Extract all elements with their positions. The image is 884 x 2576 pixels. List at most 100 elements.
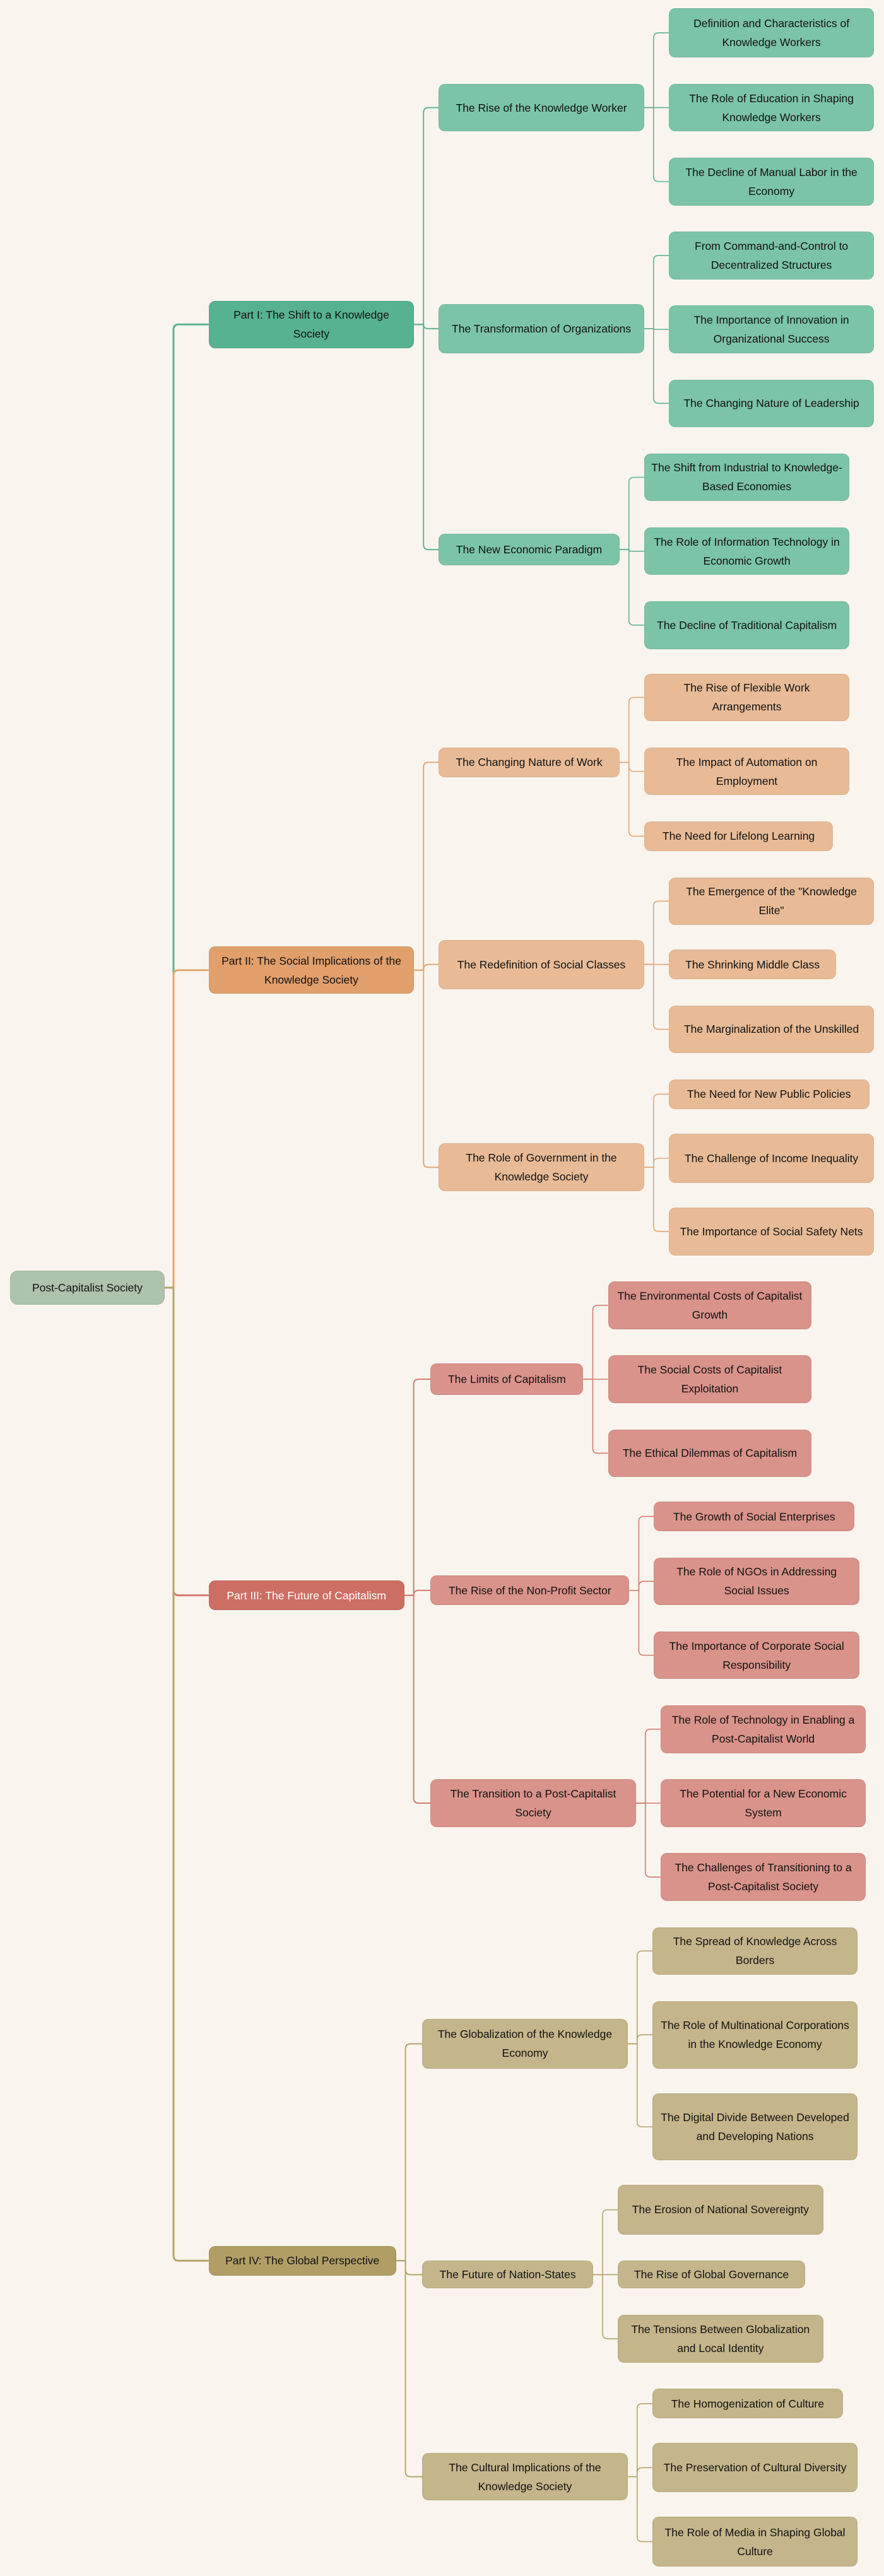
subtopic-node[interactable]: The Social Costs of Capitalist Exploitat… bbox=[608, 1355, 812, 1403]
part-node[interactable]: Part III: The Future of Capitalism bbox=[208, 1580, 404, 1610]
topic-node-label: The Limits of Capitalism bbox=[447, 1373, 566, 1386]
subtopic-node[interactable]: The Ethical Dilemmas of Capitalism bbox=[608, 1429, 812, 1478]
subtopic-node[interactable]: The Role of Information Technology in Ec… bbox=[644, 527, 850, 575]
subtopic-node-label: The Marginalization of the Unskilled bbox=[683, 1023, 859, 1036]
connector-line bbox=[627, 2476, 652, 2543]
subtopic-node-label: The Decline of Manual Labor in the Econo… bbox=[685, 165, 857, 197]
subtopic-node-label: The Rise of Flexible Work Arrangements bbox=[683, 681, 810, 714]
subtopic-node[interactable]: The Challenge of Income Inequality bbox=[668, 1133, 875, 1183]
subtopic-node[interactable]: The Growth of Social Enterprises bbox=[654, 1502, 855, 1531]
subtopic-node-label: The Homogenization of Culture bbox=[671, 2397, 824, 2410]
connector-line bbox=[414, 762, 439, 971]
topic-node[interactable]: The Redefinition of Social Classes bbox=[439, 939, 644, 989]
connector-line bbox=[627, 2034, 652, 2045]
subtopic-node-label: The Role of Education in Shaping Knowled… bbox=[689, 91, 854, 124]
subtopic-node[interactable]: The Homogenization of Culture bbox=[652, 2389, 843, 2419]
subtopic-node[interactable]: Definition and Characteristics of Knowle… bbox=[668, 8, 875, 58]
topic-node[interactable]: The Role of Government in the Knowledge … bbox=[439, 1143, 644, 1191]
subtopic-node-label: The Spread of Knowledge Across Borders bbox=[673, 1935, 837, 1967]
topic-node[interactable]: The Globalization of the Knowledge Econo… bbox=[422, 2019, 628, 2069]
connector-line bbox=[404, 1594, 431, 1804]
subtopic-node[interactable]: The Impact of Automation on Employment bbox=[644, 747, 850, 796]
subtopic-node-label: The Role of NGOs in Addressing Social Is… bbox=[676, 1565, 837, 1597]
subtopic-node-label: The Need for New Public Policies bbox=[687, 1088, 851, 1101]
subtopic-node[interactable]: The Erosion of National Sovereignty bbox=[618, 2185, 823, 2235]
subtopic-node[interactable]: The Need for New Public Policies bbox=[668, 1079, 869, 1109]
subtopic-node-label: The Environmental Costs of Capitalist Gr… bbox=[617, 1289, 803, 1321]
subtopic-node[interactable]: The Shrinking Middle Class bbox=[668, 950, 837, 980]
subtopic-node-label: The Ethical Dilemmas of Capitalism bbox=[622, 1447, 798, 1460]
subtopic-node[interactable]: The Importance of Social Safety Nets bbox=[668, 1208, 875, 1256]
connector-line bbox=[644, 1158, 669, 1168]
subtopic-node[interactable]: The Preservation of Cultural Diversity bbox=[652, 2443, 858, 2493]
subtopic-node[interactable]: The Role of Multinational Corporations i… bbox=[652, 2001, 858, 2069]
topic-node[interactable]: The Transition to a Post-Capitalist Soci… bbox=[430, 1779, 636, 1827]
subtopic-node[interactable]: The Decline of Manual Labor in the Econo… bbox=[668, 157, 875, 206]
connector-line bbox=[414, 324, 439, 551]
topic-node[interactable]: The Future of Nation-States bbox=[422, 2261, 594, 2289]
connector-line bbox=[629, 1515, 654, 1591]
topic-node-label: The New Economic Paradigm bbox=[456, 543, 603, 556]
topic-node[interactable]: The Rise of the Non-Profit Sector bbox=[430, 1575, 630, 1606]
connector-line bbox=[644, 328, 669, 404]
subtopic-node[interactable]: The Decline of Traditional Capitalism bbox=[644, 601, 850, 649]
part-node[interactable]: Part IV: The Global Perspective bbox=[208, 2245, 396, 2276]
topic-node[interactable]: The Cultural Implications of the Knowled… bbox=[422, 2452, 628, 2501]
connector-line bbox=[644, 255, 669, 329]
subtopic-node[interactable]: The Changing Nature of Leadership bbox=[668, 379, 875, 428]
part-node[interactable]: Part I: The Shift to a Knowledge Society bbox=[208, 300, 415, 349]
topic-node[interactable]: The Transformation of Organizations bbox=[439, 303, 644, 353]
subtopic-node[interactable]: The Emergence of the "Knowledge Elite" bbox=[668, 877, 875, 926]
subtopic-node[interactable]: From Command-and-Control to Decentralize… bbox=[668, 232, 875, 279]
subtopic-node[interactable]: The Challenges of Transitioning to a Pos… bbox=[660, 1853, 866, 1901]
subtopic-node[interactable]: The Role of NGOs in Addressing Social Is… bbox=[654, 1557, 859, 1606]
subtopic-node[interactable]: The Environmental Costs of Capitalist Gr… bbox=[608, 1281, 812, 1329]
subtopic-node-label: The Shift from Industrial to Knowledge-B… bbox=[651, 461, 842, 493]
topic-node-label: The Future of Nation-States bbox=[439, 2268, 576, 2281]
connector-line bbox=[619, 762, 644, 772]
topic-node-label: The Changing Nature of Work bbox=[456, 756, 603, 769]
subtopic-node[interactable]: The Role of Technology in Enabling a Pos… bbox=[660, 1705, 866, 1753]
part-node[interactable]: Part II: The Social Implications of the … bbox=[208, 946, 415, 994]
subtopic-node[interactable]: The Rise of Global Governance bbox=[618, 2261, 805, 2289]
subtopic-node-label: The Decline of Traditional Capitalism bbox=[657, 618, 837, 632]
connector-line bbox=[593, 2209, 618, 2276]
connector-line bbox=[619, 549, 644, 626]
connector-line bbox=[414, 969, 439, 1168]
connector-line bbox=[396, 2043, 423, 2262]
subtopic-node[interactable]: The Need for Lifelong Learning bbox=[644, 821, 834, 851]
subtopic-node-label: The Rise of Global Governance bbox=[634, 2268, 789, 2281]
subtopic-node[interactable]: The Role of Education in Shaping Knowled… bbox=[668, 83, 875, 132]
subtopic-node[interactable]: The Importance of Corporate Social Respo… bbox=[654, 1631, 859, 1679]
subtopic-node[interactable]: The Marginalization of the Unskilled bbox=[668, 1005, 875, 1054]
topic-node[interactable]: The Changing Nature of Work bbox=[439, 747, 620, 777]
subtopic-node-label: The Tensions Between Globalization and L… bbox=[631, 2322, 810, 2355]
connector-line bbox=[396, 2260, 423, 2276]
subtopic-node[interactable]: The Spread of Knowledge Across Borders bbox=[652, 1927, 858, 1975]
subtopic-node[interactable]: The Tensions Between Globalization and L… bbox=[618, 2315, 823, 2363]
subtopic-node-label: The Digital Divide Between Developed and… bbox=[661, 2110, 849, 2143]
subtopic-node[interactable]: The Importance of Innovation in Organiza… bbox=[668, 305, 875, 353]
connector-line bbox=[627, 2043, 652, 2127]
topic-node-label: The Cultural Implications of the Knowled… bbox=[449, 2461, 601, 2493]
subtopic-node-label: The Importance of Social Safety Nets bbox=[680, 1225, 863, 1238]
subtopic-node[interactable]: The Rise of Flexible Work Arrangements bbox=[644, 673, 850, 722]
topic-node-label: The Rise of the Non-Profit Sector bbox=[448, 1584, 611, 1597]
subtopic-node[interactable]: The Potential for a New Economic System bbox=[660, 1779, 866, 1827]
subtopic-node-label: The Role of Media in Shaping Global Cult… bbox=[664, 2526, 846, 2558]
connector-line bbox=[619, 476, 644, 550]
connector-line bbox=[583, 1305, 608, 1380]
subtopic-node-label: The Importance of Innovation in Organiza… bbox=[693, 314, 849, 346]
topic-node[interactable]: The Rise of the Knowledge Worker bbox=[439, 83, 644, 132]
subtopic-node-label: The Social Costs of Capitalist Exploitat… bbox=[637, 1363, 782, 1396]
subtopic-node-label: The Growth of Social Enterprises bbox=[673, 1510, 835, 1523]
subtopic-node-label: The Role of Multinational Corporations i… bbox=[661, 2019, 849, 2051]
subtopic-node[interactable]: The Role of Media in Shaping Global Cult… bbox=[652, 2517, 858, 2567]
root-node[interactable]: Post-Capitalist Society bbox=[10, 1271, 165, 1305]
subtopic-node[interactable]: The Shift from Industrial to Knowledge-B… bbox=[644, 453, 850, 502]
subtopic-node[interactable]: The Digital Divide Between Developed and… bbox=[652, 2093, 858, 2161]
connector-line bbox=[583, 1379, 608, 1454]
topic-node[interactable]: The New Economic Paradigm bbox=[439, 534, 620, 565]
connector-line bbox=[644, 1093, 669, 1168]
topic-node[interactable]: The Limits of Capitalism bbox=[430, 1363, 584, 1395]
